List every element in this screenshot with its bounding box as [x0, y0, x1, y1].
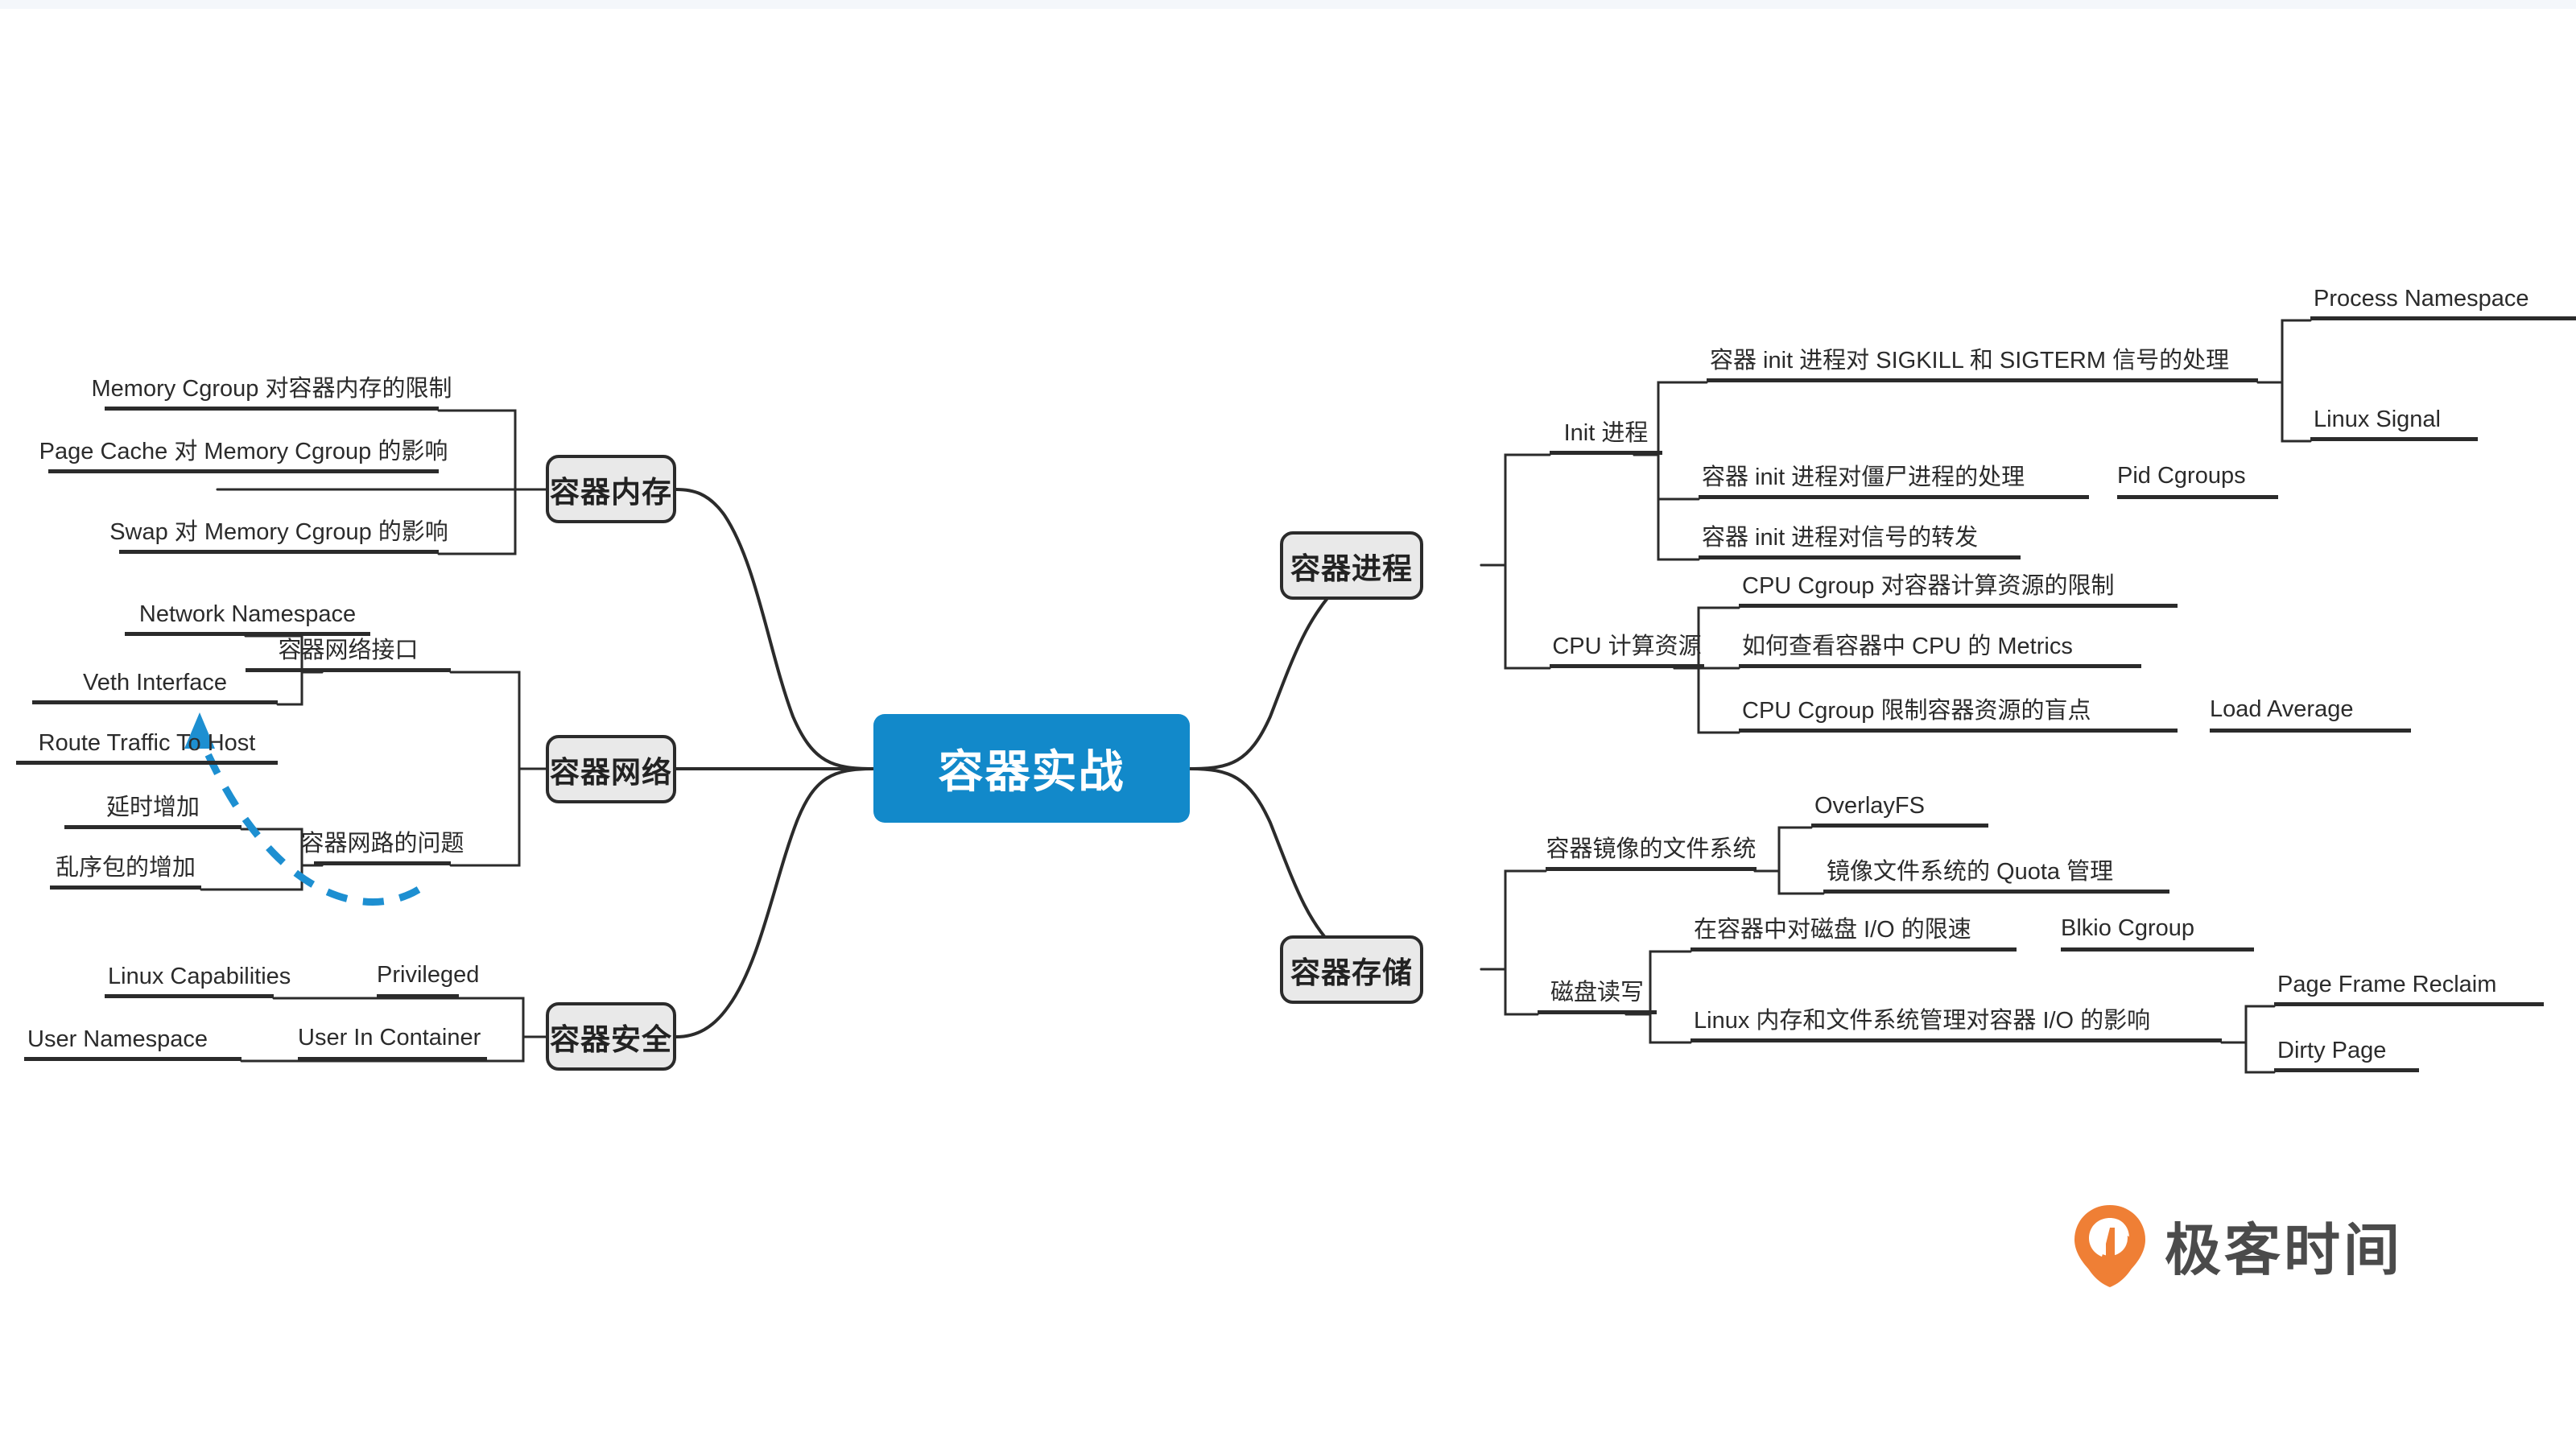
leaf-signal-forwarding[interactable]: 容器 init 进程对信号的转发	[1699, 519, 2021, 559]
leaf-veth-interface[interactable]: Veth Interface	[32, 664, 278, 704]
top-strip	[0, 0, 2576, 9]
leaf-disk-io-throttle[interactable]: 在容器中对磁盘 I/O 的限速	[1690, 911, 2017, 952]
leaf-page-frame-reclaim[interactable]: Page Frame Reclaim	[2274, 966, 2544, 1006]
leaf-cpu-resource[interactable]: CPU 计算资源	[1550, 628, 1704, 668]
leaf-user-namespace[interactable]: User Namespace	[24, 1021, 242, 1061]
leaf-pid-cgroups[interactable]: Pid Cgroups	[2117, 459, 2278, 499]
leaf-network-namespace[interactable]: Network Namespace	[125, 596, 370, 636]
leaf-linux-signal[interactable]: Linux Signal	[2310, 401, 2478, 441]
leaf-network-problem[interactable]: 容器网路的问题	[301, 825, 464, 865]
branch-node-process[interactable]: 容器进程	[1280, 531, 1423, 600]
leaf-network-interface[interactable]: 容器网络接口	[246, 632, 451, 672]
leaf-quota-management[interactable]: 镜像文件系统的 Quota 管理	[1823, 853, 2169, 894]
leaf-memory-2[interactable]: Swap 对 Memory Cgroup 的影响	[109, 514, 448, 554]
leaf-load-average[interactable]: Load Average	[2210, 692, 2411, 733]
root-node[interactable]: 容器实战	[873, 714, 1190, 823]
leaf-privileged[interactable]: Privileged	[377, 958, 479, 998]
leaf-cpu-cgroup-blindspot[interactable]: CPU Cgroup 限制容器资源的盲点	[1739, 692, 2178, 733]
leaf-linux-capabilities[interactable]: Linux Capabilities	[105, 958, 291, 998]
leaf-memory-1[interactable]: Page Cache 对 Memory Cgroup 的影响	[39, 433, 448, 473]
leaf-route-traffic-to-host[interactable]: Route Traffic To Host	[16, 724, 278, 765]
geektime-wordmark: 极客时间	[2165, 1216, 2403, 1283]
branch-node-memory[interactable]: 容器内存	[546, 455, 676, 523]
leaf-user-in-container[interactable]: User In Container	[298, 1021, 487, 1061]
leaf-process-namespace[interactable]: Process Namespace	[2310, 280, 2576, 320]
leaf-linux-mem-fs-io[interactable]: Linux 内存和文件系统管理对容器 I/O 的影响	[1690, 1002, 2222, 1042]
branch-node-storage[interactable]: 容器存储	[1280, 935, 1423, 1004]
geektime-pin-icon	[2073, 1203, 2147, 1287]
leaf-overlayfs[interactable]: OverlayFS	[1811, 787, 1988, 828]
leaf-init-process[interactable]: Init 进程	[1550, 415, 1662, 455]
leaf-latency-increase[interactable]: 延时增加	[64, 789, 242, 829]
geektime-logo: 极客时间	[2073, 1203, 2403, 1287]
leaf-sigkill-sigterm[interactable]: 容器 init 进程对 SIGKILL 和 SIGTERM 信号的处理	[1707, 342, 2258, 382]
leaf-out-of-order-packets[interactable]: 乱序包的增加	[50, 849, 201, 890]
branch-node-network[interactable]: 容器网络	[546, 735, 676, 803]
leaf-zombie-process[interactable]: 容器 init 进程对僵尸进程的处理	[1699, 459, 2089, 499]
leaf-disk-io[interactable]: 磁盘读写	[1538, 974, 1657, 1014]
branch-node-security[interactable]: 容器安全	[546, 1002, 676, 1071]
leaf-dirty-page[interactable]: Dirty Page	[2274, 1032, 2419, 1072]
leaf-blkio-cgroup[interactable]: Blkio Cgroup	[2061, 911, 2254, 952]
leaf-cpu-metrics[interactable]: 如何查看容器中 CPU 的 Metrics	[1739, 628, 2141, 668]
leaf-image-filesystem[interactable]: 容器镜像的文件系统	[1546, 831, 1757, 871]
leaf-cpu-cgroup-limit[interactable]: CPU Cgroup 对容器计算资源的限制	[1739, 568, 2178, 608]
leaf-memory-0[interactable]: Memory Cgroup 对容器内存的限制	[92, 370, 452, 411]
